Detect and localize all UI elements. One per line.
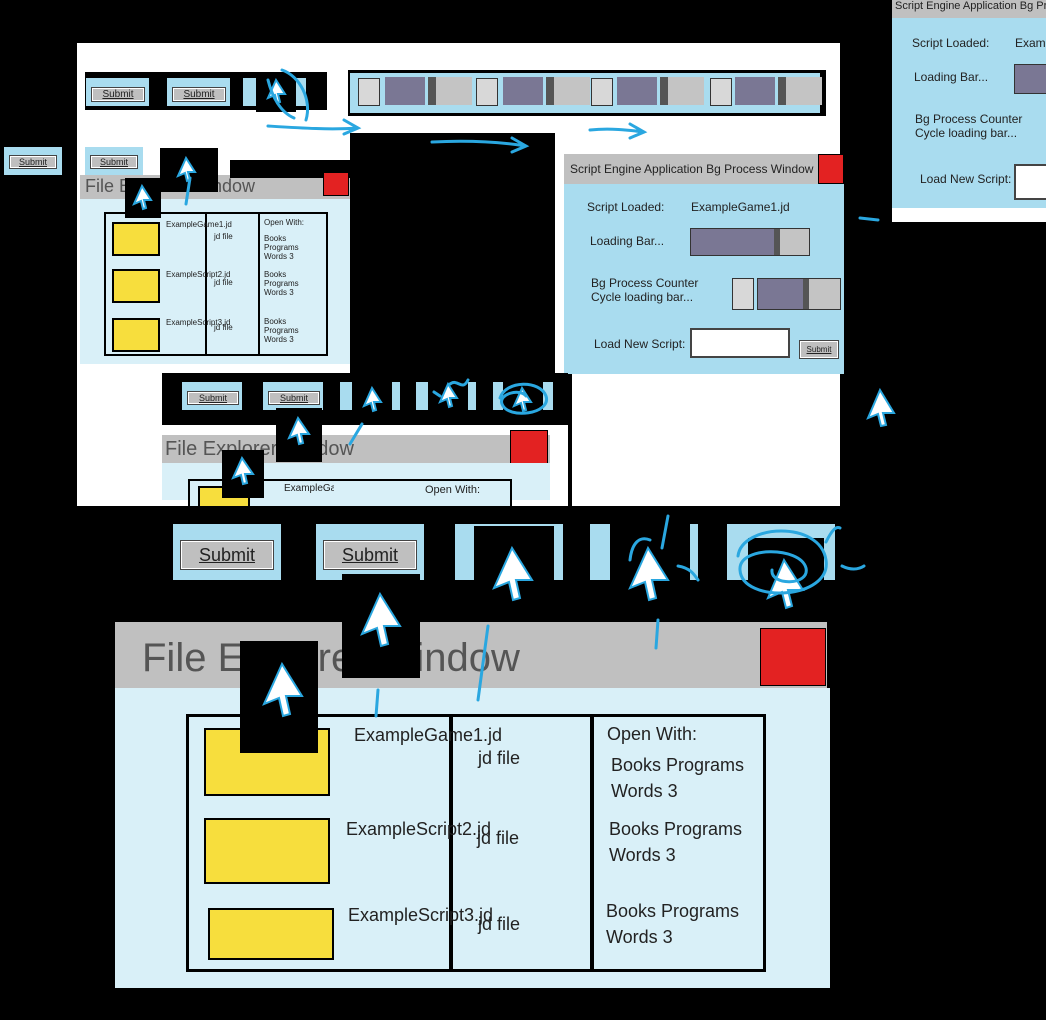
cursor-icon xyxy=(492,545,534,602)
loading-bar-fill xyxy=(691,229,780,255)
loading-bar-track xyxy=(428,77,472,105)
spinner-icon xyxy=(732,278,754,310)
cursor-icon xyxy=(287,415,311,446)
open-with-program[interactable]: Books Programs Words 3 xyxy=(606,901,740,947)
file-name[interactable]: ExampleGame1.jd xyxy=(284,483,334,494)
black-gap xyxy=(350,133,555,373)
loading-bar-track xyxy=(546,77,590,105)
tr-frame xyxy=(878,0,892,222)
file-list-divider xyxy=(449,714,453,970)
file-list-divider xyxy=(590,714,594,970)
submit-button[interactable]: Submit xyxy=(91,87,145,102)
file-list-divider xyxy=(258,212,260,354)
loading-bar-fill xyxy=(735,77,775,105)
submit-button[interactable]: Submit xyxy=(187,391,239,405)
file-name[interactable]: ExampleScript3.jd xyxy=(166,318,231,327)
loading-bar-fill xyxy=(503,77,543,105)
file-name[interactable]: ExampleScript2.jd xyxy=(166,270,231,279)
counter-bar-fill xyxy=(758,279,810,309)
file-list-divider xyxy=(205,212,207,354)
bg-window-title-bar xyxy=(564,154,842,184)
cursor-icon xyxy=(176,155,197,183)
close-button[interactable] xyxy=(818,154,844,184)
cursor-icon xyxy=(231,455,255,486)
cursor-icon xyxy=(362,385,383,413)
tr-window-title: Script Engine Application Bg Process Win… xyxy=(895,0,1046,12)
file-type: jd file xyxy=(214,278,233,287)
tr-loading-bar xyxy=(1014,64,1046,94)
folder-icon xyxy=(112,222,160,256)
submit-button[interactable]: Submit xyxy=(799,340,839,359)
file-type: jd file xyxy=(478,748,521,768)
loading-bar-fill xyxy=(385,77,425,105)
loading-bar-track xyxy=(660,77,704,105)
counter-bar xyxy=(757,278,841,310)
cursor-icon xyxy=(438,381,459,409)
open-with-label: Open With: xyxy=(425,484,481,496)
cursor-icon xyxy=(512,385,533,413)
window-title: File Explorer Window xyxy=(142,636,520,680)
cursor-icon xyxy=(866,387,896,428)
cursor-icon xyxy=(766,557,805,610)
loading-bar xyxy=(690,228,810,256)
cursor-icon xyxy=(628,545,670,602)
file-type: jd file xyxy=(477,828,520,848)
cursor-icon xyxy=(262,661,304,718)
submit-button[interactable]: Submit xyxy=(9,155,57,169)
submit-button[interactable]: Submit xyxy=(268,391,320,405)
load-new-script-input[interactable] xyxy=(690,328,790,358)
title-notches xyxy=(230,160,350,178)
bg-window-title: Script Engine Application Bg Process Win… xyxy=(570,162,814,176)
file-type: jd file xyxy=(478,914,521,934)
open-with-program[interactable]: Books Programs Words 3 xyxy=(611,755,745,801)
open-with-label: Open With: xyxy=(607,724,698,744)
close-button[interactable] xyxy=(760,628,826,686)
cursor-icon xyxy=(360,591,402,648)
counter-label: Bg Process Counter Cycle loading bar... xyxy=(591,276,699,304)
spinner-icon xyxy=(591,78,613,106)
spinner-icon xyxy=(476,78,498,106)
folder-icon xyxy=(204,818,330,884)
file-type: jd file xyxy=(214,232,233,241)
submit-button[interactable]: Submit xyxy=(180,540,274,570)
open-with-program[interactable]: Books Programs Words 3 xyxy=(264,317,299,344)
open-with-program[interactable]: Books Programs Words 3 xyxy=(264,270,299,297)
folder-icon xyxy=(208,908,334,960)
script-loaded-label: Script Loaded: xyxy=(587,200,665,214)
cursor-icon xyxy=(132,183,153,211)
black-gap-2 xyxy=(568,373,572,506)
file-type: jd file xyxy=(214,323,233,332)
open-with-program[interactable]: Books Programs Words 3 xyxy=(264,234,299,261)
spinner-icon xyxy=(358,78,380,106)
loading-bar-track xyxy=(778,77,822,105)
open-with-program[interactable]: Books Programs Words 3 xyxy=(609,819,743,865)
tr-load-new-input[interactable] xyxy=(1014,164,1046,200)
folder-icon xyxy=(112,318,160,352)
submit-button[interactable]: Submit xyxy=(323,540,417,570)
tr-window-title-bar xyxy=(892,0,1046,18)
submit-button[interactable]: Submit xyxy=(90,155,138,169)
tr-load-new-label: Load New Script: xyxy=(920,172,1012,186)
file-name[interactable]: ExampleGame1.jd xyxy=(166,220,232,229)
loading-bar-fill xyxy=(617,77,657,105)
window-title-bar xyxy=(115,622,827,688)
spinner-icon xyxy=(710,78,732,106)
folder-icon xyxy=(112,269,160,303)
submit-button[interactable]: Submit xyxy=(172,87,226,102)
open-with-label: Open With: xyxy=(264,218,305,227)
tr-loading-bar-label: Loading Bar... xyxy=(914,70,989,84)
tr-script-loaded-label: Script Loaded: xyxy=(912,36,990,50)
load-new-label: Load New Script: xyxy=(594,337,686,351)
loading-bar-label: Loading Bar... xyxy=(590,234,665,248)
close-button[interactable] xyxy=(323,172,349,196)
script-loaded-value: ExampleGame1.jd xyxy=(691,200,790,214)
tr-counter-label: Bg Process Counter Cycle loading bar... xyxy=(915,112,1023,140)
tr-script-loaded-value: ExampleGame1.jd xyxy=(1015,36,1046,50)
